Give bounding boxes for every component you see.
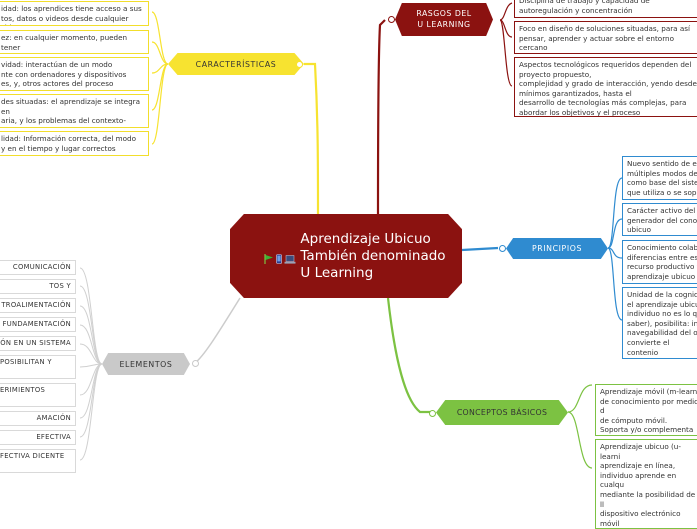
rasgos-item: Disciplina de trabajo y capacidad de aut… [514,0,697,18]
topic-caracteristicas[interactable]: CARACTERÍSTICAS [168,53,304,75]
topic-conceptos-label: CONCEPTOS BÁSICOS [456,408,548,417]
topic-caracteristicas-label: CARACTERÍSTICAS [195,59,277,69]
elementos-item: TROALIMENTACIÓN [0,298,76,313]
elementos-item: FUNDAMENTACIÓN [0,317,76,332]
collapse-toggle-principios[interactable] [499,245,506,252]
elementos-item: TOS Y ACTIVIDADES [0,279,76,294]
rasgos-item: Aspectos tecnológicos requeridos depende… [514,57,697,117]
elementos-item: COMUNICACIÓN [0,260,76,275]
caracteristicas-item: des situadas: el aprendizaje se integra … [0,94,149,128]
topic-elementos-label: ELEMENTOS [119,359,173,369]
caracteristicas-item: lidad: Información correcta, del modo y … [0,131,149,156]
elementos-item: POSIBILITAN Y [0,355,76,379]
elementos-item: EFECTIVA DOCENTE [0,430,76,445]
topic-elementos[interactable]: ELEMENTOS [102,353,190,375]
central-topic[interactable]: Aprendizaje Ubicuo También denominado U … [230,214,462,298]
conceptos-item: Aprendizaje móvil (m-learni de conocimie… [595,384,697,436]
topic-rasgos[interactable]: RASGOS DEL U LEARNING [395,3,493,36]
flag-icon [264,249,274,268]
elementos-item: AMACIÓN DOCENTE [0,411,76,426]
central-topic-title: Aprendizaje Ubicuo También denominado U … [300,230,446,281]
principios-item: Unidad de la cognid el aprendizaje ubicu… [622,287,697,359]
conceptos-item: Aprendizaje ubicuo (u-learni aprendizaje… [595,439,697,529]
connector-center-conceptos [386,297,432,414]
elementos-item: FECTIVA DICENTE [0,449,76,473]
connector-center-elementos [194,297,241,364]
collapse-toggle-rasgos[interactable] [388,16,395,23]
rasgos-item: Foco en diseño de soluciones situadas, p… [514,21,697,54]
elementos-item: ERIMIENTOS [0,383,76,407]
elementos-item: ÓN EN UN SISTEMA [0,336,76,351]
topic-conceptos-basicos[interactable]: CONCEPTOS BÁSICOS [436,400,568,425]
collapse-toggle-elementos[interactable] [192,360,199,367]
laptop-icon [284,249,296,268]
connector-center-principios [461,246,499,252]
caracteristicas-item: ez: en cualquier momento, pueden tener i… [0,30,149,54]
principios-item: Carácter activo del generador del cono u… [622,203,697,236]
mobile-phone-icon [276,249,283,268]
topic-rasgos-label: RASGOS DEL U LEARNING [416,9,472,29]
principios-item: Conocimiento colab diferencias entre es … [622,240,697,284]
principios-item: Nuevo sentido de es múltiples modos de c… [622,156,697,200]
connector-center-rasgos [376,19,386,215]
connector-center-caracteristicas [304,62,320,217]
topic-principios[interactable]: PRINCIPIOS [506,238,608,259]
topic-principios-label: PRINCIPIOS [531,244,583,253]
caracteristicas-item: idad: los aprendices tiene acceso a sus … [0,1,149,26]
caracteristicas-item: vidad: interactúan de un modo nte con or… [0,57,149,91]
collapse-toggle-caracteristicas[interactable] [296,61,303,68]
collapse-toggle-conceptos[interactable] [429,410,436,417]
